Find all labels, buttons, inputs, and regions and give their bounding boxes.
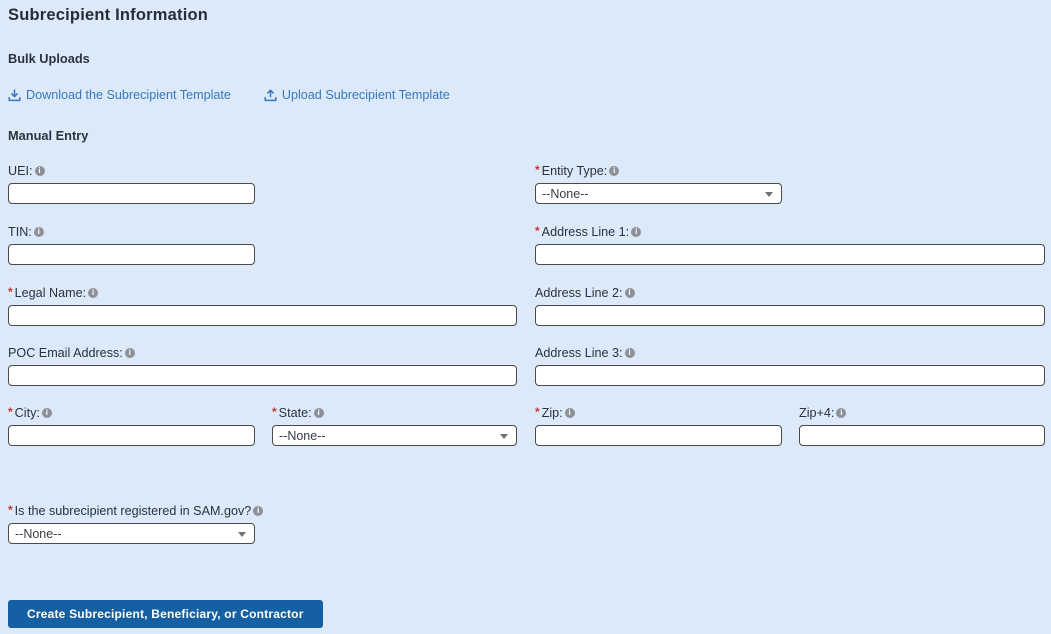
uei-input[interactable] (8, 183, 255, 204)
download-template-link[interactable]: Download the Subrecipient Template (8, 88, 231, 102)
field-uei: UEI: i (8, 164, 255, 204)
sam-registered-info-icon[interactable]: i (253, 506, 264, 516)
poc-email-label: POC Email Address: i (8, 346, 517, 360)
zip-info-icon[interactable]: i (564, 408, 575, 418)
field-address-line-3: Address Line 3: i (535, 346, 1045, 386)
zip-label: * Zip: i (535, 405, 782, 420)
required-asterisk: * (8, 503, 13, 517)
required-asterisk: * (8, 285, 13, 299)
field-address-line-1: * Address Line 1: i (535, 224, 1045, 265)
address-line-1-label-text: Address Line 1: (541, 225, 630, 239)
zip4-label: Zip+4: i (799, 406, 1045, 420)
sam-registered-label: * Is the subrecipient registered in SAM.… (8, 503, 264, 518)
address-line-1-input[interactable] (535, 244, 1045, 265)
field-sam-registered: * Is the subrecipient registered in SAM.… (8, 503, 264, 544)
state-info-icon[interactable]: i (313, 408, 324, 418)
entity-type-label-text: Entity Type: (541, 164, 608, 178)
required-asterisk: * (535, 405, 540, 419)
state-select-wrap: --None-- (272, 425, 517, 446)
field-entity-type: * Entity Type: i --None-- (535, 163, 782, 204)
address-line-3-label: Address Line 3: i (535, 346, 1045, 360)
upload-icon (264, 88, 277, 102)
field-city: * City: i (8, 405, 255, 446)
legal-name-label: * Legal Name: i (8, 285, 517, 300)
bulk-upload-links: Download the Subrecipient Template Uploa… (8, 88, 450, 102)
field-address-line-2: Address Line 2: i (535, 286, 1045, 326)
field-legal-name: * Legal Name: i (8, 285, 517, 326)
legal-name-info-icon[interactable]: i (88, 288, 99, 298)
page-title: Subrecipient Information (8, 6, 209, 24)
sam-registered-label-text: Is the subrecipient registered in SAM.go… (14, 504, 252, 518)
upload-template-link[interactable]: Upload Subrecipient Template (264, 88, 450, 102)
entity-type-info-icon[interactable]: i (609, 166, 620, 176)
poc-email-input[interactable] (8, 365, 517, 386)
sam-registered-select-wrap: --None-- (8, 523, 255, 544)
field-tin: TIN: i (8, 225, 255, 265)
upload-template-label: Upload Subrecipient Template (281, 88, 450, 102)
entity-type-select-wrap: --None-- (535, 183, 782, 204)
state-select[interactable]: --None-- (272, 425, 517, 446)
required-asterisk: * (272, 405, 277, 419)
download-template-label: Download the Subrecipient Template (26, 88, 231, 102)
manual-entry-heading: Manual Entry (8, 128, 89, 143)
tin-info-icon[interactable]: i (33, 227, 44, 237)
tin-input[interactable] (8, 244, 255, 265)
zip4-info-icon[interactable]: i (836, 408, 847, 418)
sam-registered-select[interactable]: --None-- (8, 523, 255, 544)
city-input[interactable] (8, 425, 255, 446)
tin-label: TIN: i (8, 225, 255, 239)
legal-name-label-text: Legal Name: (14, 286, 87, 300)
legal-name-input[interactable] (8, 305, 517, 326)
zip-label-text: Zip: (541, 406, 563, 420)
field-zip4: Zip+4: i (799, 406, 1045, 446)
city-label: * City: i (8, 405, 255, 420)
field-state: * State: i --None-- (272, 405, 517, 446)
bulk-uploads-heading: Bulk Uploads (8, 51, 90, 66)
entity-type-select[interactable]: --None-- (535, 183, 782, 204)
zip-input[interactable] (535, 425, 782, 446)
tin-label-text: TIN: (8, 225, 32, 239)
uei-label: UEI: i (8, 164, 255, 178)
address-line-2-label: Address Line 2: i (535, 286, 1045, 300)
uei-label-text: UEI: (8, 164, 33, 178)
required-asterisk: * (535, 224, 540, 238)
address-line-3-input[interactable] (535, 365, 1045, 386)
address-line-3-info-icon[interactable]: i (624, 348, 635, 358)
city-label-text: City: (14, 406, 40, 420)
field-poc-email: POC Email Address: i (8, 346, 517, 386)
address-line-2-info-icon[interactable]: i (624, 288, 635, 298)
state-label: * State: i (272, 405, 517, 420)
zip4-label-text: Zip+4: (799, 406, 835, 420)
poc-email-label-text: POC Email Address: (8, 346, 123, 360)
address-line-2-label-text: Address Line 2: (535, 286, 623, 300)
address-line-3-label-text: Address Line 3: (535, 346, 623, 360)
required-asterisk: * (8, 405, 13, 419)
address-line-1-label: * Address Line 1: i (535, 224, 1045, 239)
state-label-text: State: (278, 406, 312, 420)
zip4-input[interactable] (799, 425, 1045, 446)
poc-email-info-icon[interactable]: i (124, 348, 135, 358)
city-info-icon[interactable]: i (41, 408, 52, 418)
create-subrecipient-button[interactable]: Create Subrecipient, Beneficiary, or Con… (8, 600, 323, 628)
required-asterisk: * (535, 163, 540, 177)
address-line-2-input[interactable] (535, 305, 1045, 326)
field-zip: * Zip: i (535, 405, 782, 446)
uei-info-icon[interactable]: i (34, 166, 45, 176)
entity-type-label: * Entity Type: i (535, 163, 782, 178)
address-line-1-info-icon[interactable]: i (631, 227, 642, 237)
download-icon (8, 88, 21, 102)
